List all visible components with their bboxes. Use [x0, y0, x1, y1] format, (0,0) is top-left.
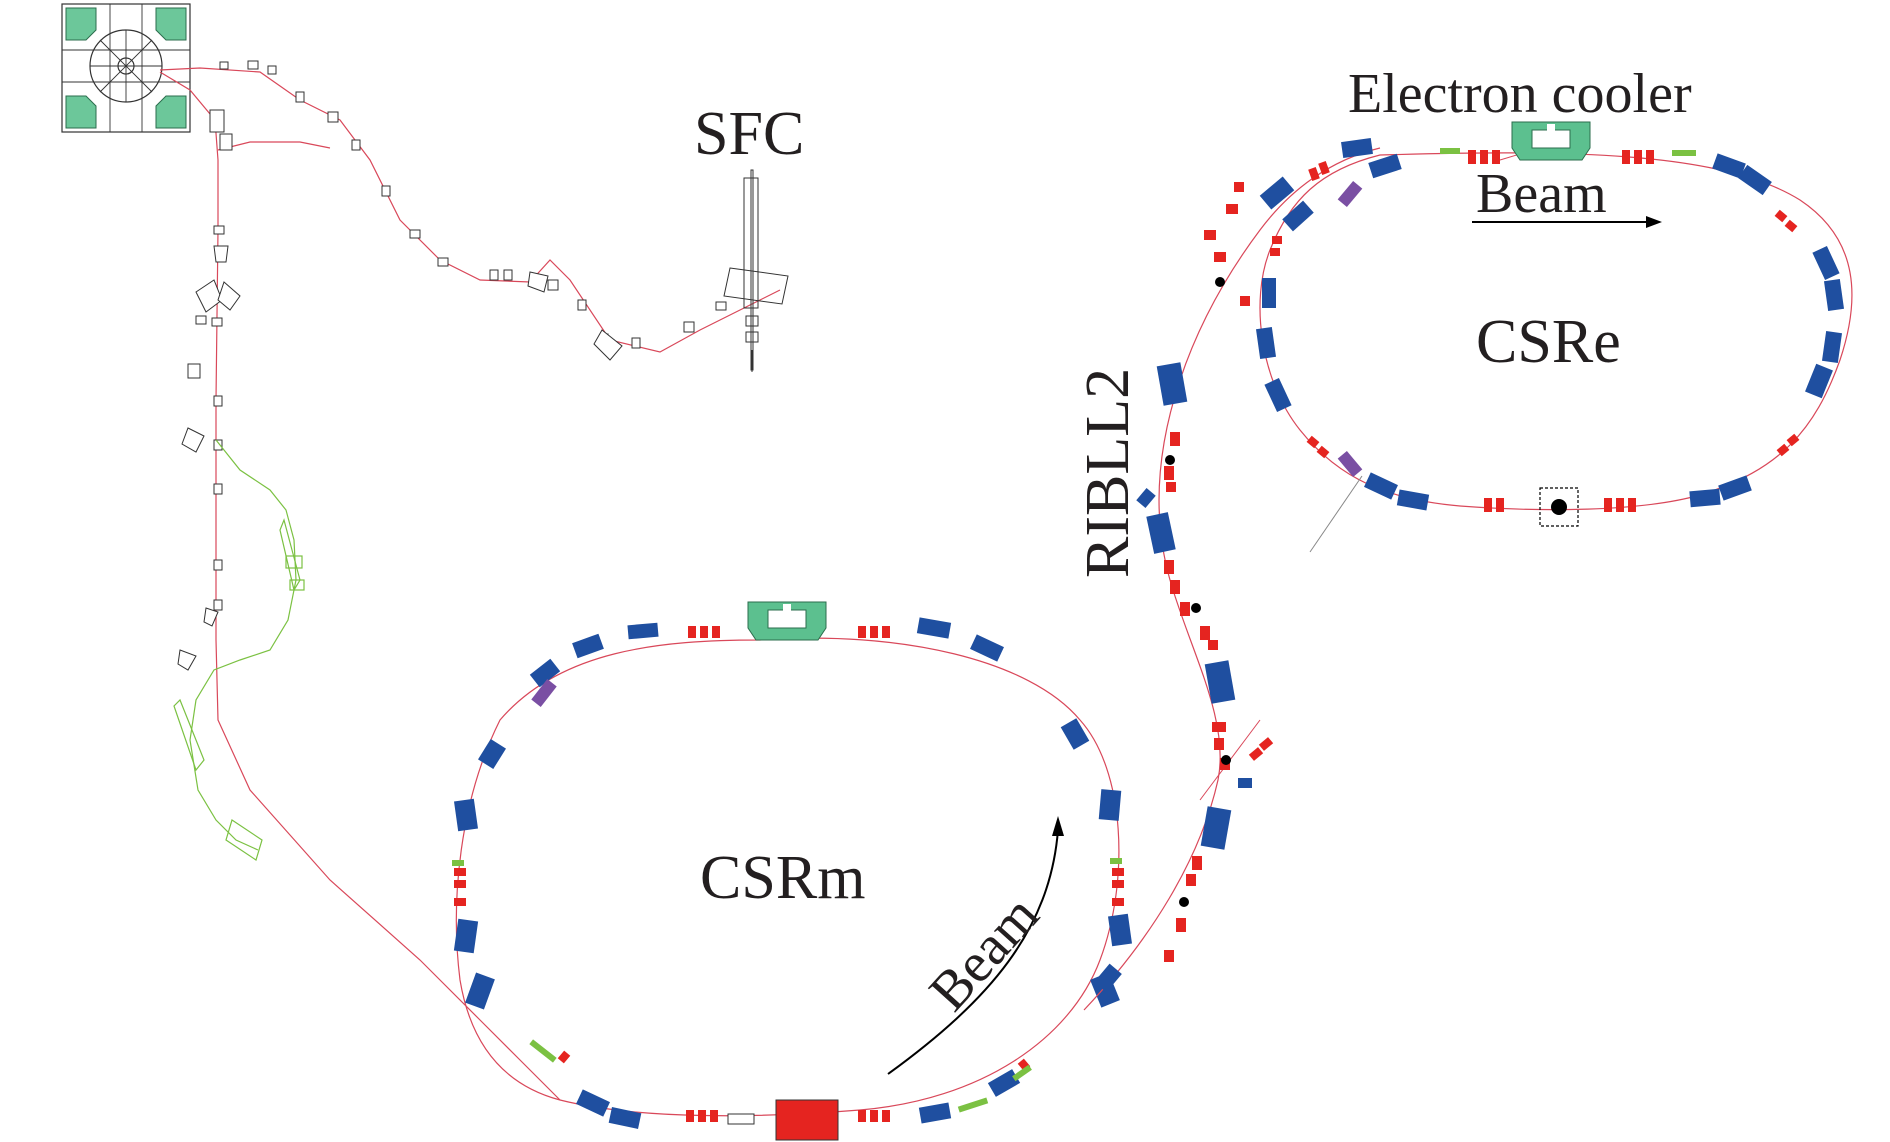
label-beam-bottom: Beam — [918, 884, 1051, 1023]
ribll2-quadrupoles — [1164, 182, 1274, 962]
green-injection-line — [173, 439, 305, 861]
ribll2-targets — [1165, 277, 1231, 907]
label-electron-cooler: Electron cooler — [1348, 63, 1692, 125]
ribll2-beamline — [1083, 147, 1381, 1011]
csre-green-elements — [1440, 148, 1696, 156]
sfc-cyclotron — [61, 3, 191, 133]
label-beam-top: Beam — [1476, 163, 1607, 225]
csrm-electron-cooler — [747, 601, 827, 641]
csre-quadrupoles — [1270, 150, 1800, 512]
csrm-injection-septum — [727, 1113, 755, 1125]
csrm-rf-cavity — [775, 1099, 839, 1141]
csre-electron-cooler — [1511, 121, 1591, 161]
csre-target-box — [1539, 487, 1579, 527]
label-sfc: SFC — [694, 100, 804, 168]
transfer-line-elements — [177, 60, 727, 671]
csre-beam-arrow — [1472, 216, 1662, 228]
label-ribll2: RIBLL2 — [1074, 368, 1142, 578]
label-csrm: CSRm — [700, 844, 865, 912]
csre-dipoles — [1255, 137, 1845, 511]
csre-extraction-line — [1309, 475, 1363, 553]
label-csre: CSRe — [1476, 308, 1621, 376]
ribll2-dipoles — [1094, 362, 1252, 993]
csrm-kicker — [531, 679, 557, 707]
csrm-green-elements — [452, 858, 1122, 1113]
csre-kickers — [1337, 180, 1363, 478]
sfc-injector — [723, 169, 789, 372]
csrm-beam-arrow — [887, 816, 1064, 1075]
